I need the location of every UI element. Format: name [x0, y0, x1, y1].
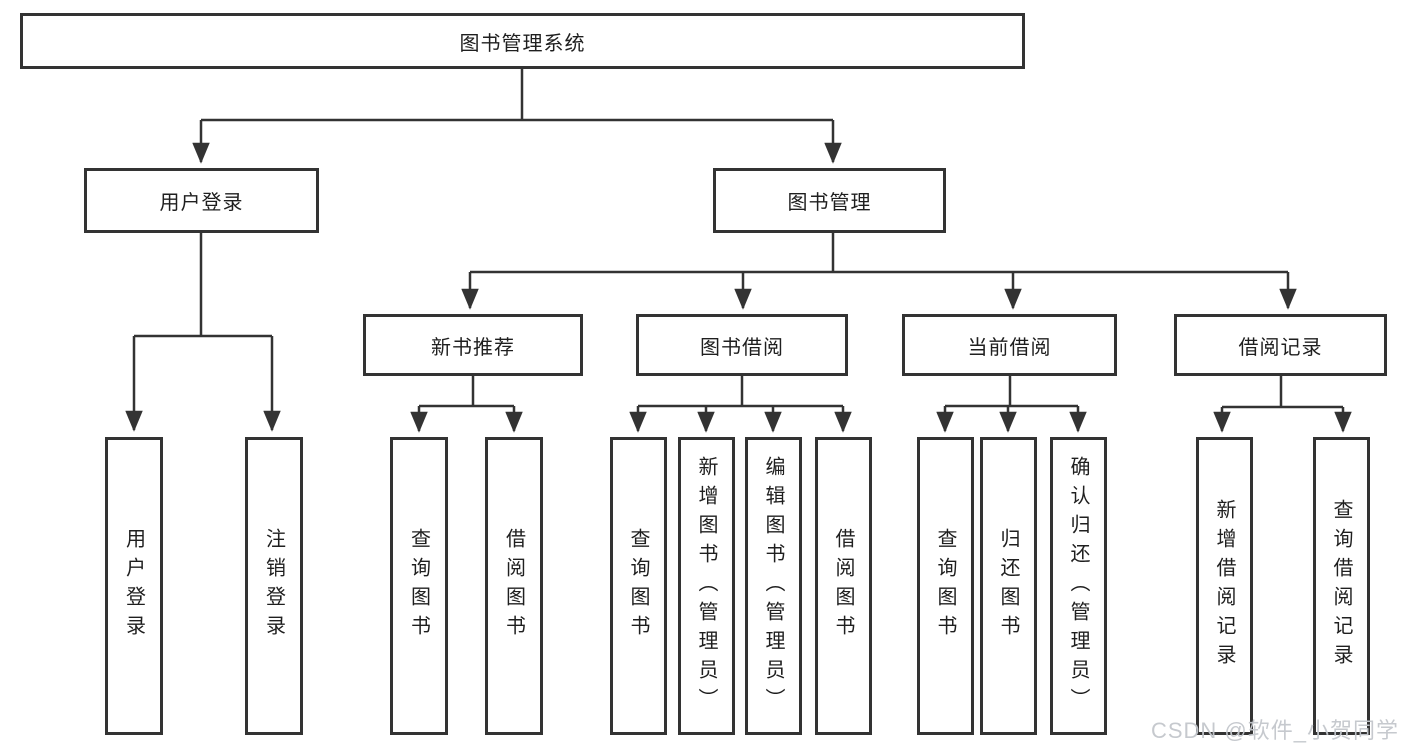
leaf-query-books-borrow: 查询图书: [610, 437, 667, 735]
node-borrowing-records: 借阅记录: [1174, 314, 1387, 376]
leaf-add-borrow-record: 新增借阅记录: [1196, 437, 1253, 735]
node-new-book-recommendation: 新书推荐: [363, 314, 583, 376]
node-library-system: 图书管理系统: [20, 13, 1025, 69]
leaf-user-login: 用户登录: [105, 437, 163, 735]
leaf-confirm-return-admin: 确认归还（管理员）: [1050, 437, 1107, 735]
leaf-return-books: 归还图书: [980, 437, 1037, 735]
node-current-borrowing: 当前借阅: [902, 314, 1117, 376]
node-book-management: 图书管理: [713, 168, 946, 233]
leaf-edit-books-admin: 编辑图书（管理员）: [745, 437, 802, 735]
node-user-login: 用户登录: [84, 168, 319, 233]
leaf-borrow-books: 借阅图书: [815, 437, 872, 735]
leaf-add-books-admin: 新增图书（管理员）: [678, 437, 735, 735]
leaf-query-books-recommend: 查询图书: [390, 437, 448, 735]
leaf-query-borrow-record: 查询借阅记录: [1313, 437, 1370, 735]
leaf-query-books-current: 查询图书: [917, 437, 974, 735]
leaf-logout: 注销登录: [245, 437, 303, 735]
leaf-borrow-books-recommend: 借阅图书: [485, 437, 543, 735]
csdn-watermark: CSDN @软件_小贺同学: [1150, 718, 1399, 743]
node-book-borrowing: 图书借阅: [636, 314, 848, 376]
